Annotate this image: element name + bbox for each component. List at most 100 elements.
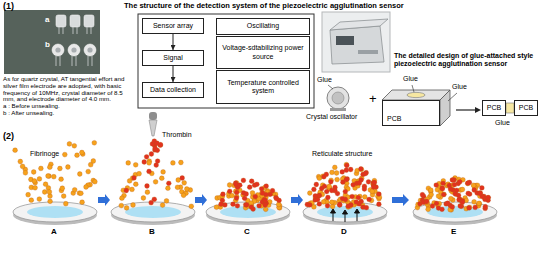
protein-dot [330,170,335,175]
glue-layer [506,103,514,113]
protein-dot [144,154,149,159]
protein-dot [372,180,377,185]
protein-dot [359,167,364,172]
protein-dot [448,186,453,191]
protein-dot [377,192,382,197]
protein-dot [344,177,349,182]
protein-dot [480,186,485,191]
protein-dot [230,193,235,198]
glue-spot [407,92,425,97]
protein-dot [274,195,279,200]
protein-dot [324,189,329,194]
sealed-crystal [56,15,94,27]
protein-dot [364,205,369,210]
protein-dot [440,186,445,191]
crystal-photo [4,10,100,74]
protein-dot [465,181,470,186]
dropper [149,112,157,136]
protein-dot [471,183,476,188]
protein-dot [420,192,425,197]
part-label: Crystal oscillator [306,113,357,121]
instrument-display [336,36,354,45]
protein-dot [354,200,359,205]
protein-dot [67,142,72,147]
protein-dot [91,159,96,164]
protein-dot [62,152,67,157]
box-text: PCB [519,104,533,112]
protein-dot [426,207,431,212]
protein-dot [346,204,351,209]
protein-dot [147,161,152,166]
protein-dot [351,182,356,187]
instrument-body [330,26,384,64]
crystal-oscillator [327,85,349,111]
protein-dot [321,200,326,205]
description-note: a : Before unsealing. [3,103,125,110]
protein-dot [337,203,342,208]
protein-dot [486,195,491,200]
instrument-top [330,19,388,30]
protein-dot [434,183,439,188]
protein-dot [66,165,71,170]
process-box: Data collection [142,82,204,98]
protein-dot [247,185,252,190]
protein-dot [39,166,44,171]
protein-dot [92,140,97,145]
process-box: Sensor array [142,18,204,34]
pcb-box: PCB [382,100,440,126]
part-label: Glue [317,76,332,84]
protein-dot [184,187,189,192]
part-label: Glue [495,119,510,127]
instrument-slot [358,50,378,54]
protein-dot [243,202,248,207]
step-letter: D [341,228,347,237]
protein-dot [363,171,368,176]
protein-dot [153,146,158,151]
section-heading: The detailed design of glue-attached sty… [394,52,538,68]
panel-number: (2) [3,131,14,141]
protein-dot [80,150,85,155]
protein-dot [126,161,131,166]
protein-dot [171,161,176,166]
protein-dot [307,191,312,196]
assembly-arrowhead [475,107,481,113]
process-box: Temperature controlled system [216,70,310,104]
protein-dot [340,170,345,175]
unsealed-crystal [52,44,96,56]
protein-dot [259,186,264,191]
photo-tag: b [45,41,50,50]
protein-dot [244,202,249,207]
protein-dot [227,189,232,194]
protein-dot [344,162,349,167]
protein-dot [324,172,329,177]
protein-dot [131,203,136,208]
protein-dot [332,165,337,170]
protein-dot [75,153,80,158]
protein-dot [161,170,166,175]
protein-dot [442,192,447,197]
protein-dot [23,170,28,175]
box-text: PCB [487,104,501,112]
photo-ground [4,10,100,74]
protein-dot [249,205,254,210]
protein-dot [48,194,53,199]
protein-dot [145,190,150,195]
photo-ground [322,12,390,72]
protein-dot [366,179,371,184]
system-frame [138,14,314,108]
protein-dot [428,188,433,193]
protein-dot [13,148,18,153]
substance-label: Reticulate structure [312,150,372,158]
protein-dot [160,203,165,208]
protein-dot [86,169,91,174]
protein-dot [434,201,439,206]
protein-dot [335,177,340,182]
protein-dot [242,196,247,201]
protein-dot [467,205,472,210]
protein-dot [425,200,430,205]
protein-dots [13,139,491,213]
protein-dot [345,177,350,182]
protein-dot [141,196,146,201]
protein-dot [133,182,138,187]
protein-dot [359,167,364,172]
